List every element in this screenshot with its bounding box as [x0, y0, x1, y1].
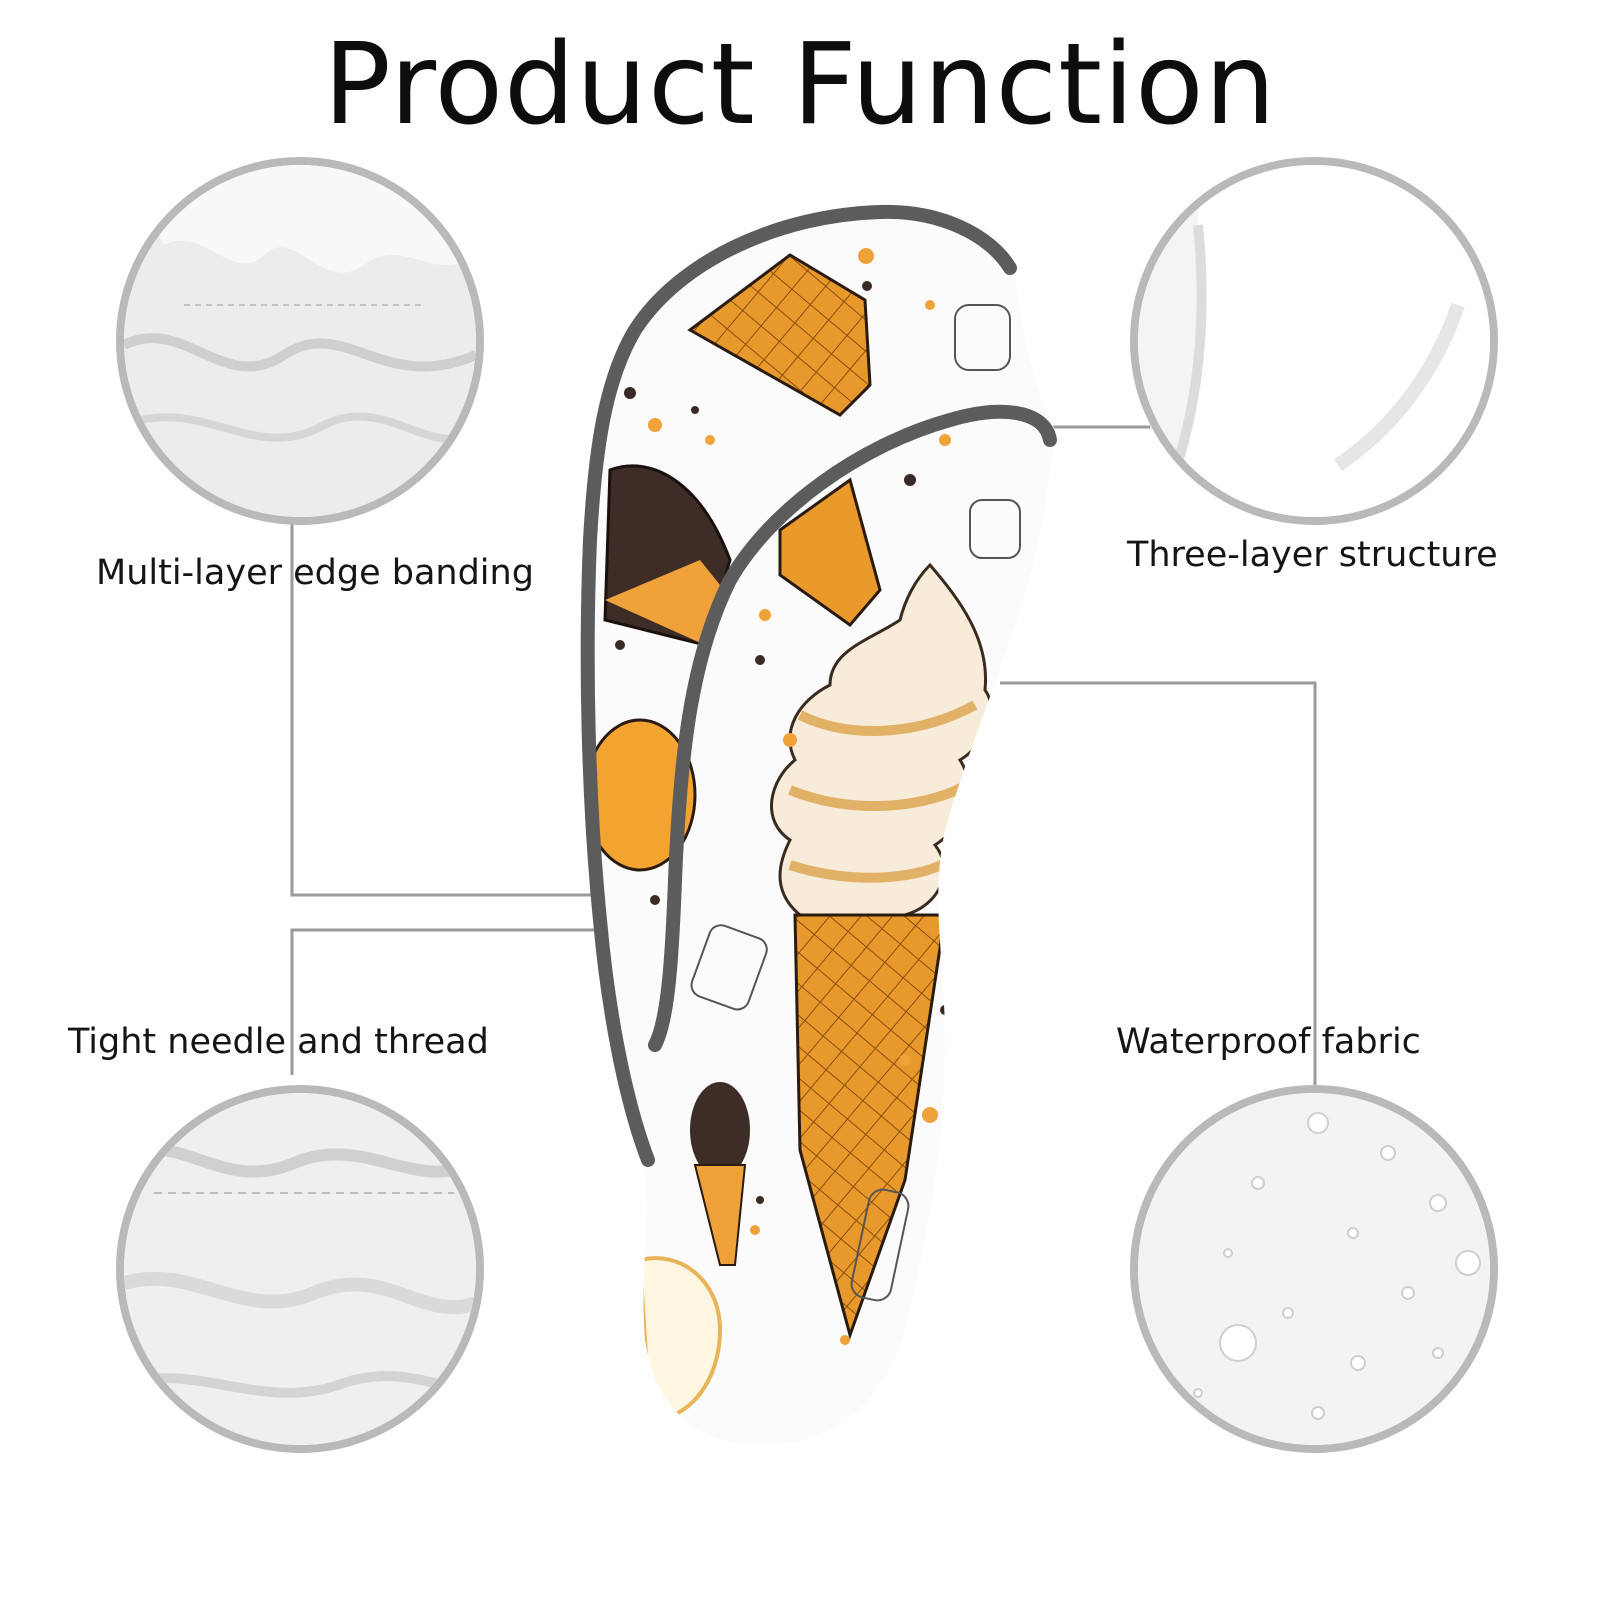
inner-edge-trim — [648, 404, 1057, 1052]
feature-label-waterproof: Waterproof fabric — [1116, 1022, 1421, 1062]
leader-line-bottom-right — [1000, 681, 1317, 1085]
fabric-detail-icon — [1138, 165, 1490, 517]
detail-circle-edge-banding — [116, 157, 484, 525]
leader-line-bottom-left — [290, 928, 615, 1075]
fabric-detail-icon — [124, 165, 476, 517]
feature-label-stitching: Tight needle and thread — [68, 1022, 489, 1062]
detail-circle-stitching — [116, 1085, 484, 1453]
leader-line-top-left — [290, 522, 615, 897]
fabric-detail-icon — [124, 1093, 476, 1445]
water-droplets-icon — [1138, 1093, 1490, 1445]
page-title: Product Function — [323, 20, 1277, 150]
feature-label-edge-banding: Multi-layer edge banding — [96, 553, 534, 593]
detail-circle-three-layer — [1130, 157, 1498, 525]
feature-label-three-layer: Three-layer structure — [1127, 535, 1498, 575]
detail-circle-waterproof — [1130, 1085, 1498, 1453]
outer-edge-trim — [580, 204, 1017, 1167]
